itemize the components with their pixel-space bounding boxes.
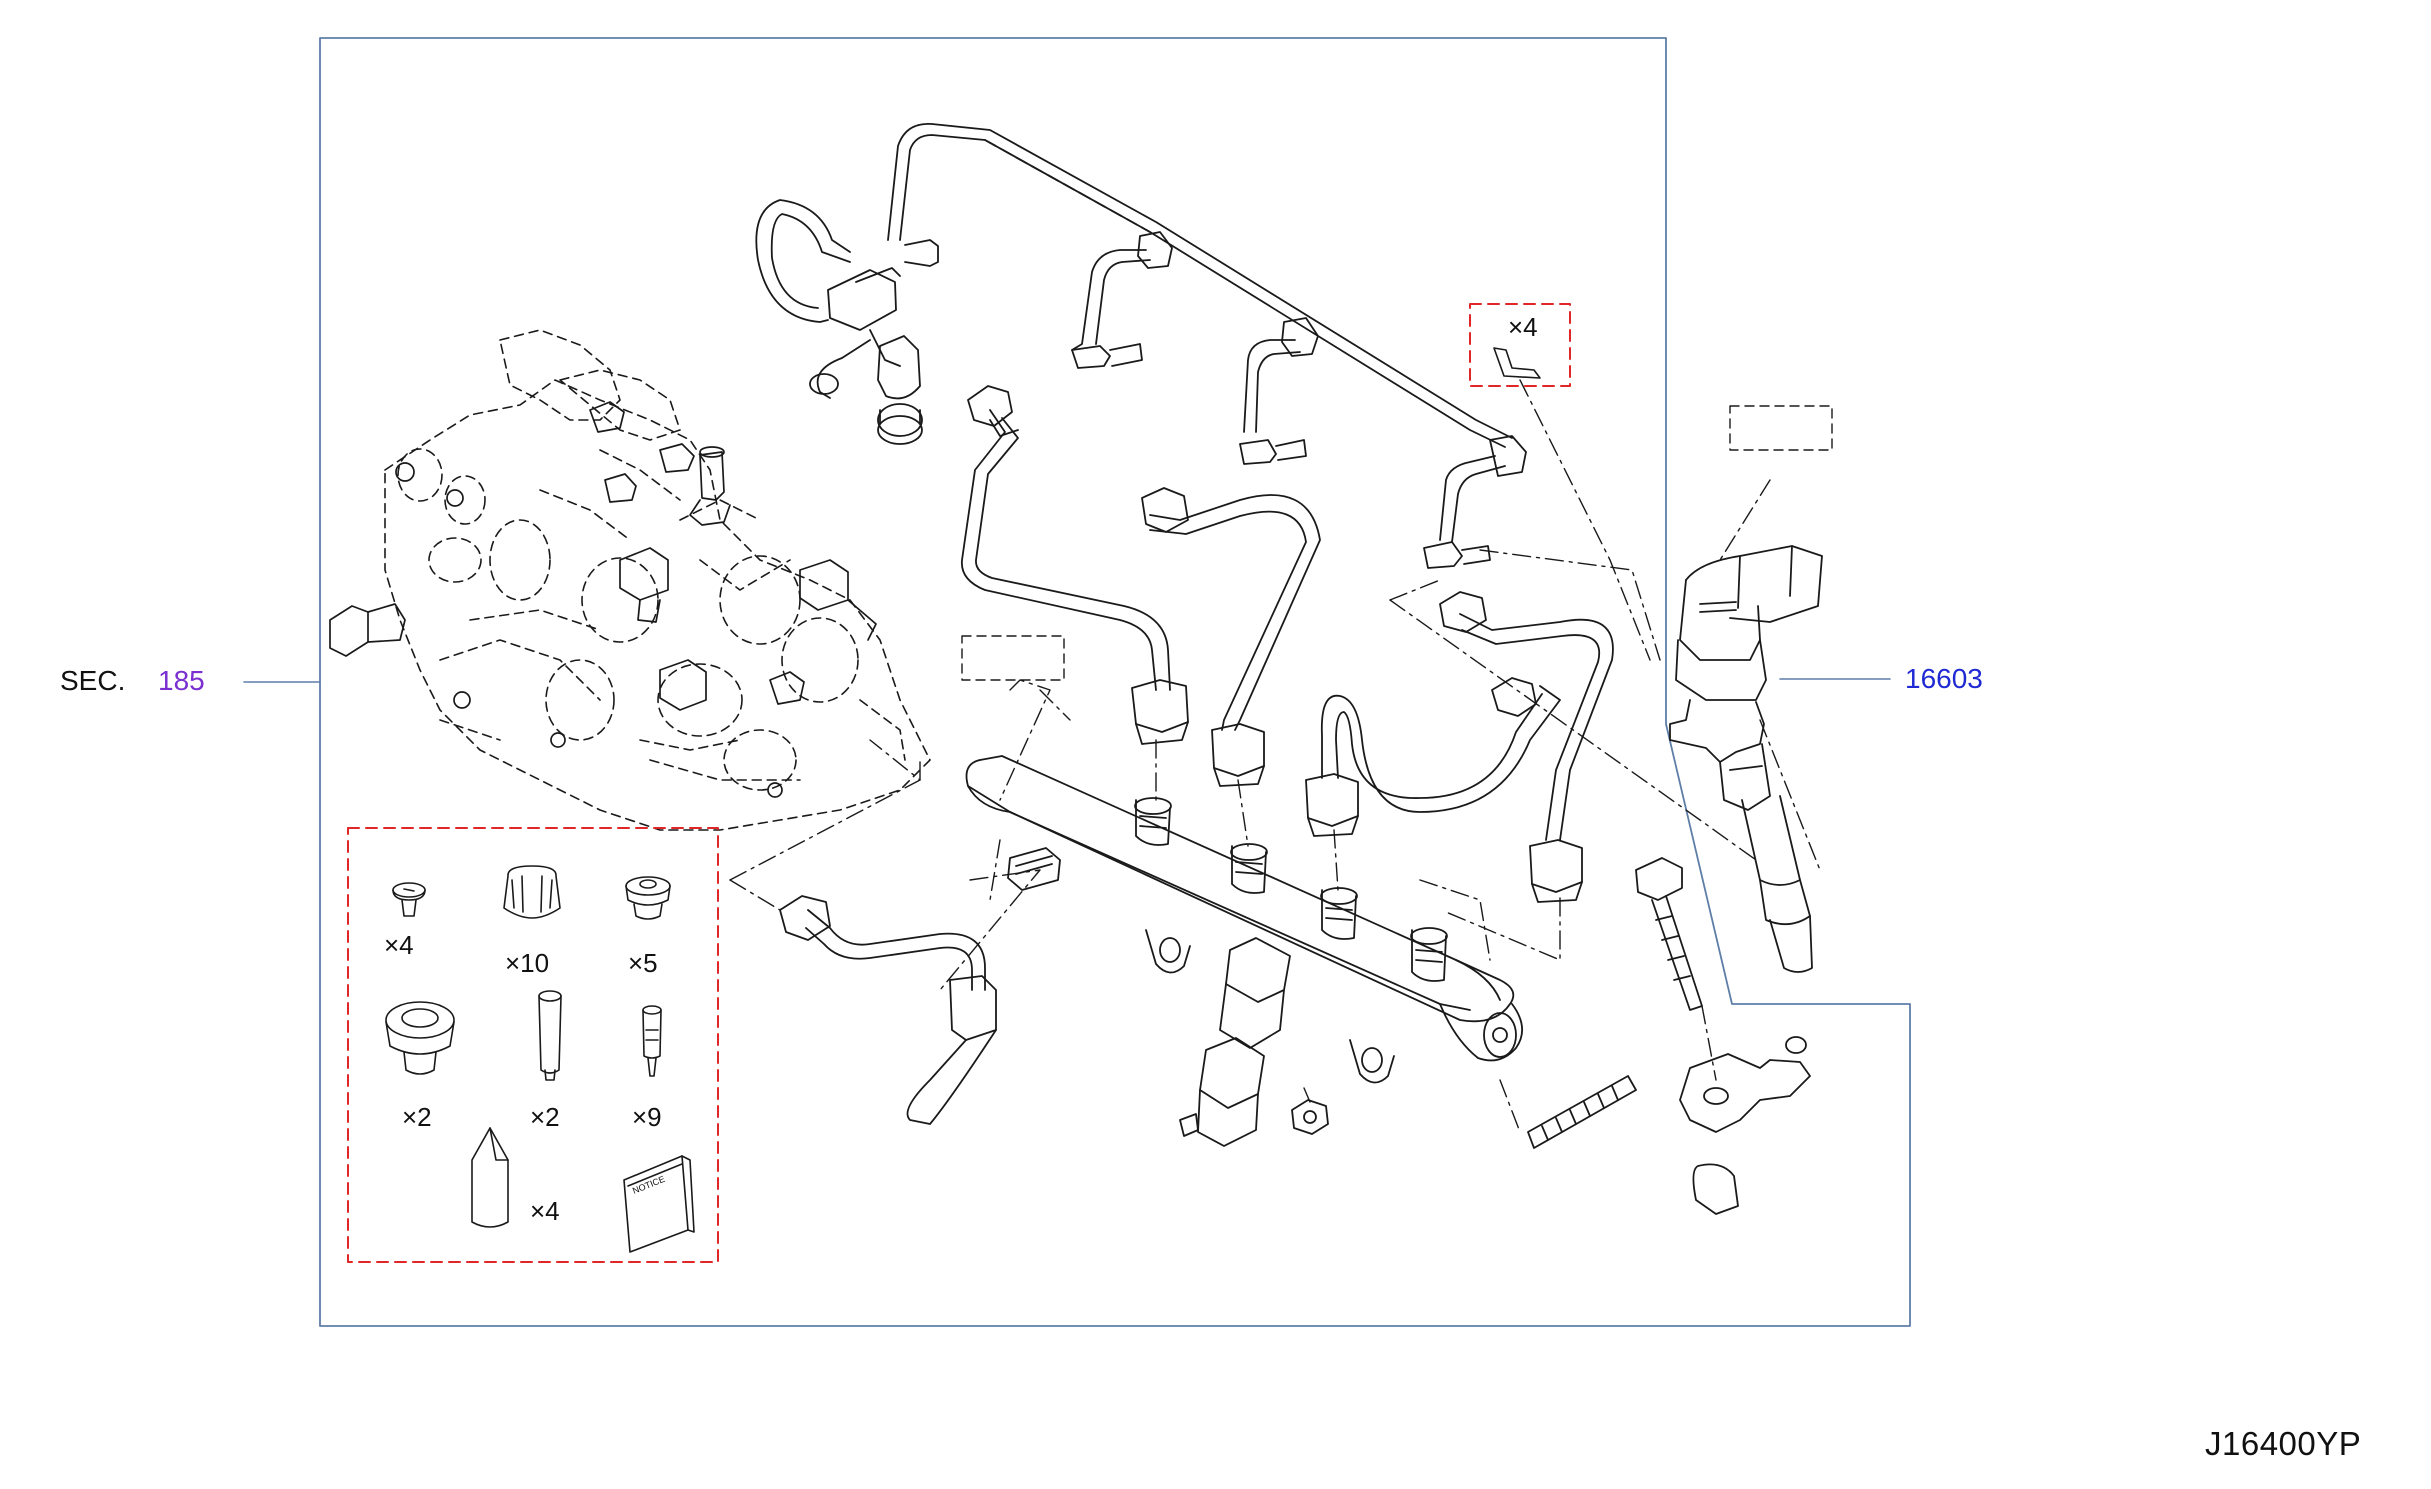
section-prefix: SEC. (60, 665, 126, 696)
reference-box-rail (961, 635, 1065, 681)
seal-cap-icon (385, 1001, 455, 1075)
cap-qty: ×10 (505, 948, 550, 978)
small-pin-qty: ×9 (632, 1102, 662, 1132)
pin-icon (538, 990, 562, 1081)
screw-qty: ×4 (384, 930, 414, 960)
clip-qty: ×4 (1508, 312, 1538, 342)
assembly-frame (319, 37, 1911, 1327)
protector-icon (471, 1127, 509, 1228)
injector-clamp-and-bolt (1635, 857, 1811, 1215)
common-rail (965, 755, 1637, 1149)
clip-icon (1493, 347, 1541, 379)
seal-cap-qty: ×2 (402, 1102, 432, 1132)
high-pressure-pump (384, 329, 931, 831)
small-pin-icon (642, 1005, 662, 1077)
section-ref-link[interactable]: 185 (158, 665, 205, 696)
pin-qty: ×2 (530, 1102, 560, 1132)
protector-qty: ×4 (530, 1196, 560, 1226)
reference-box-upper (1729, 405, 1833, 451)
fuel-injector (1669, 545, 1823, 1054)
high-pressure-pipes (779, 385, 1614, 1125)
notice-booklet-icon: NOTICE (623, 1155, 695, 1253)
screw-icon (392, 882, 426, 917)
plug-icon (625, 876, 671, 920)
service-kit-box (347, 827, 719, 1263)
diagram-code: J16400YP (2205, 1425, 2362, 1462)
plug-qty: ×5 (628, 948, 658, 978)
part-number-link[interactable]: 16603 (1905, 663, 1983, 694)
cap-icon (503, 865, 561, 919)
assembly-leader-lines (729, 379, 1821, 1133)
return-hose-assembly (755, 123, 1527, 569)
clip-kit-box (1469, 303, 1571, 387)
pump-solid-parts (329, 401, 877, 798)
